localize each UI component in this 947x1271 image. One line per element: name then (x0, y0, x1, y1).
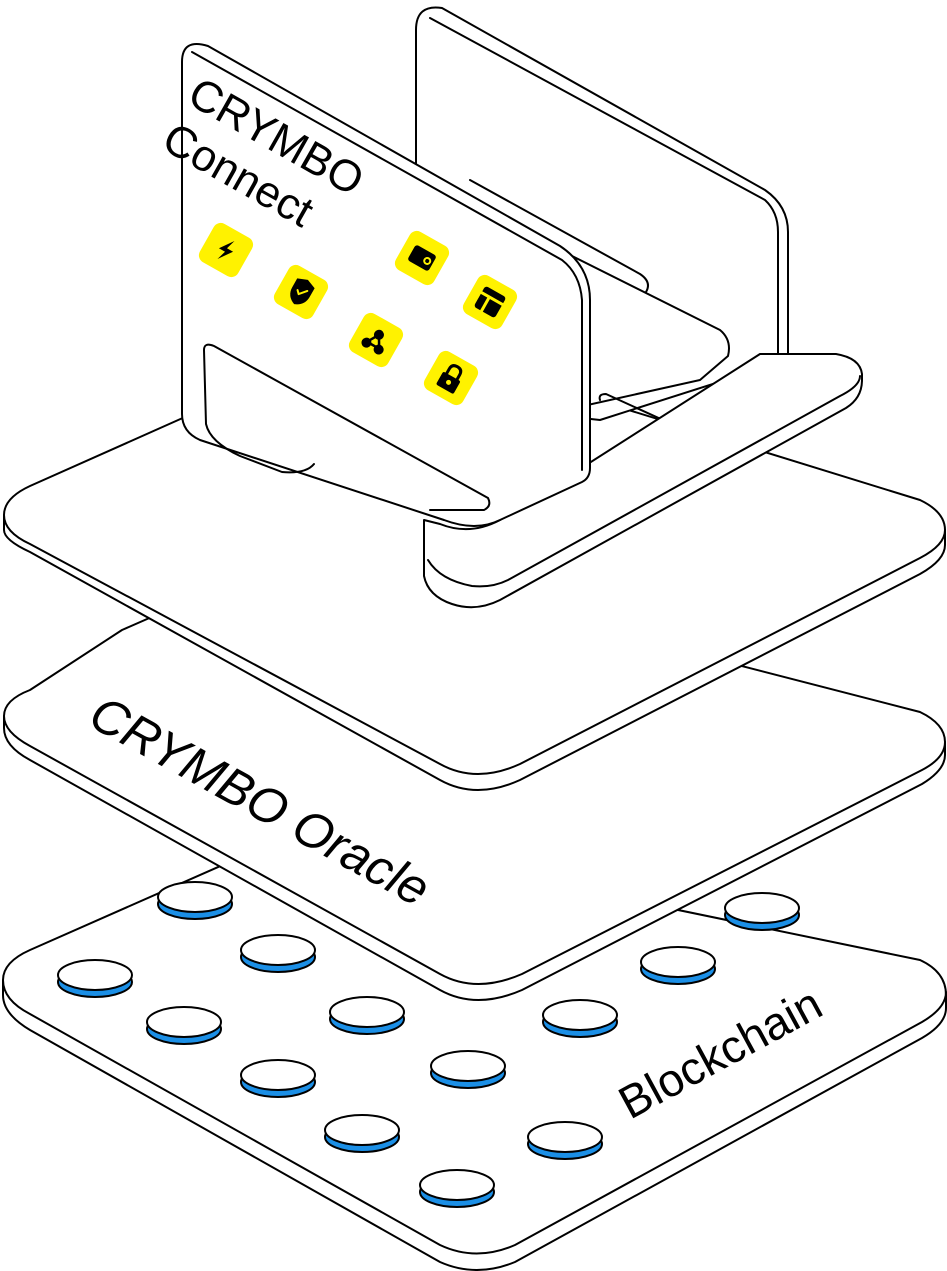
connect-card: CRYMBO Connect (155, 43, 591, 527)
blockchain-node (419, 1169, 495, 1208)
shield-check-icon (273, 264, 329, 320)
blockchain-node (542, 999, 618, 1038)
lightning-icon (198, 222, 254, 278)
dashboard-icon (462, 274, 518, 330)
blockchain-node (240, 1059, 316, 1098)
network-icon (348, 312, 404, 368)
blockchain-node (430, 1050, 506, 1089)
blockchain-node (724, 892, 800, 931)
blockchain-node (329, 996, 405, 1035)
blockchain-node (527, 1121, 603, 1160)
blockchain-node (146, 1006, 222, 1045)
blockchain-node (157, 881, 233, 920)
blockchain-node (240, 934, 316, 973)
blockchain-node (324, 1114, 400, 1153)
blockchain-plate: Blockchain (2, 799, 947, 1271)
blockchain-node (640, 946, 716, 985)
blockchain-node (57, 959, 133, 998)
lock-icon (423, 350, 479, 406)
wallet-icon (394, 230, 450, 286)
